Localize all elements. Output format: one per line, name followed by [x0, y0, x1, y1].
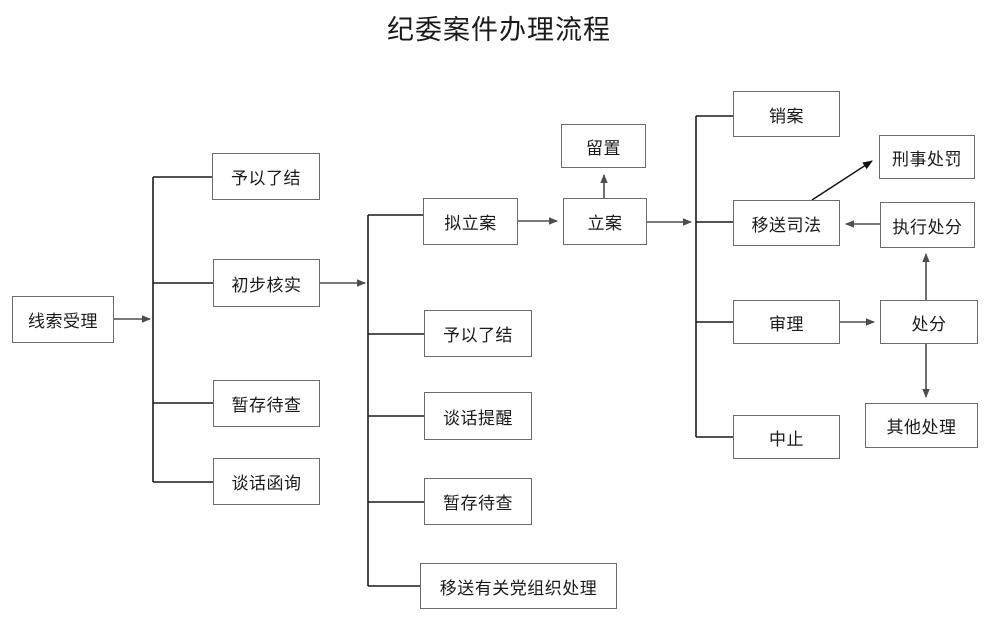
node-hold-pending-1[interactable]: 暂存待查	[213, 380, 320, 427]
node-close-2[interactable]: 予以了结	[424, 310, 532, 357]
node-lead-intake[interactable]: 线索受理	[12, 296, 114, 343]
page-title: 纪委案件办理流程	[387, 15, 611, 46]
node-talk-inquiry[interactable]: 谈话函询	[213, 458, 320, 505]
node-sanction[interactable]: 处分	[880, 300, 978, 344]
node-criminal-penalty[interactable]: 刑事处罚	[879, 135, 975, 179]
node-trial[interactable]: 审理	[733, 300, 840, 344]
node-transfer-justice[interactable]: 移送司法	[733, 200, 840, 246]
node-propose-case[interactable]: 拟立案	[423, 198, 518, 245]
node-execute-sanction[interactable]: 执行处分	[880, 202, 975, 248]
node-other-handling[interactable]: 其他处理	[865, 403, 978, 448]
node-talk-remind[interactable]: 谈话提醒	[424, 392, 532, 440]
node-transfer-party[interactable]: 移送有关党组织处理	[420, 563, 617, 609]
node-prelim-verify[interactable]: 初步核实	[213, 259, 320, 307]
node-close-case[interactable]: 销案	[733, 91, 840, 137]
node-close-1[interactable]: 予以了结	[212, 153, 320, 200]
node-file-case[interactable]: 立案	[563, 198, 647, 245]
node-hold-pending-2[interactable]: 暂存待查	[424, 478, 532, 525]
node-detention[interactable]: 留置	[561, 124, 646, 168]
edge-justice-to-criminal	[811, 160, 873, 201]
node-suspend[interactable]: 中止	[733, 415, 840, 459]
